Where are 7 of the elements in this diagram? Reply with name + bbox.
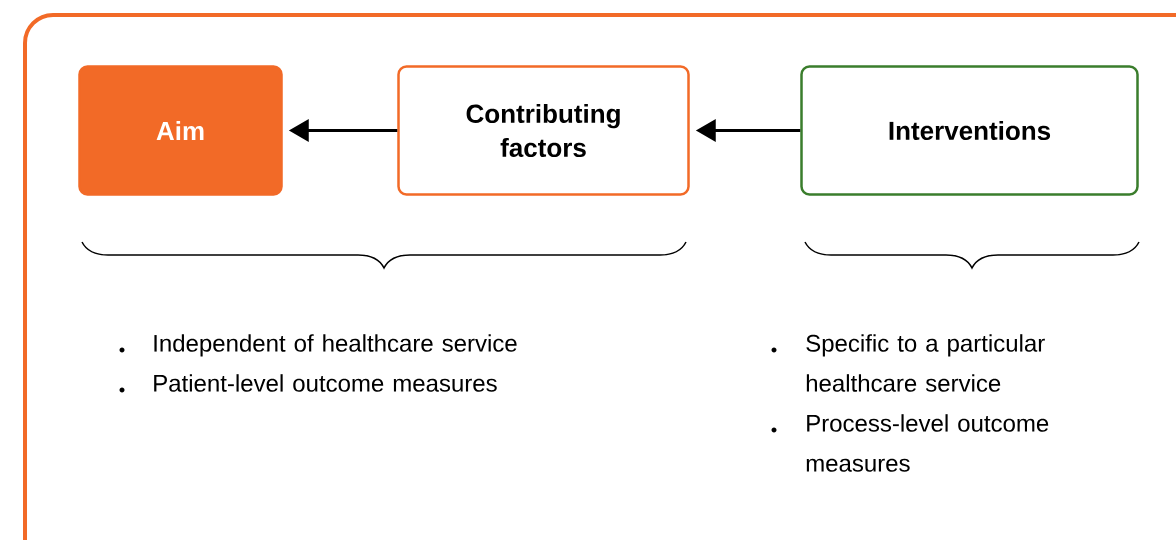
bullet-text: Independent of healthcare service xyxy=(154,334,517,357)
bullet-text: Specific to a particular healthcare service xyxy=(806,334,1045,392)
process-box: Interventions xyxy=(800,65,1139,196)
bullet-text: Patient-level outcome measures xyxy=(154,374,497,392)
bullet-text: Process-level outcome measures xyxy=(806,414,1049,472)
aim-box: Aim xyxy=(78,65,283,196)
process-box: Contributing factors xyxy=(397,65,690,196)
